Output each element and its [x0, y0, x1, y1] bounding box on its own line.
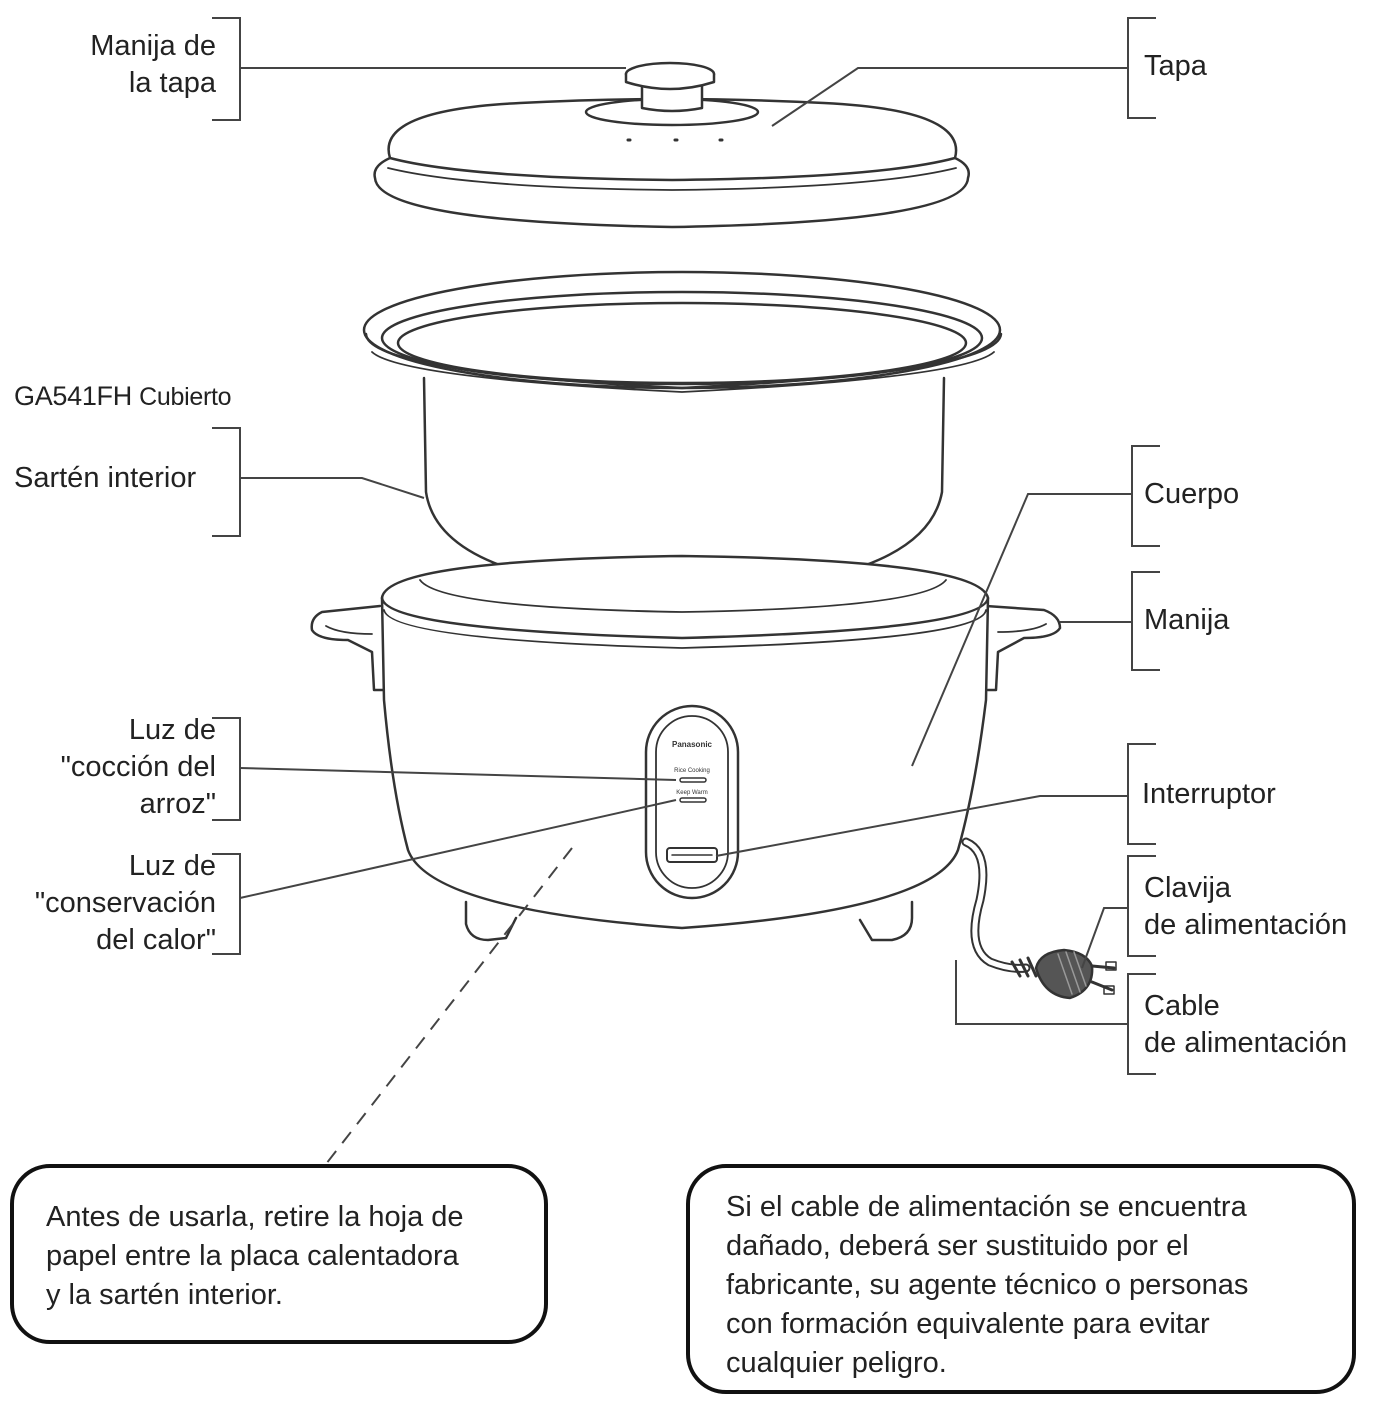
panel-cooking-label: Rice Cooking: [674, 768, 710, 774]
note-line: y la sartén interior.: [46, 1279, 283, 1311]
label-line: Manija de: [90, 30, 216, 62]
note-remove-paper: Antes de usarla, retire la hoja de papel…: [10, 1164, 548, 1344]
label-inner-pan: Sartén interior: [14, 460, 196, 497]
note-line: dañado, deberá ser sustituido por el: [726, 1230, 1189, 1262]
note-line: fabricante, su agente técnico o personas: [726, 1269, 1249, 1301]
label-cord: Cable de alimentación: [1144, 988, 1347, 1062]
label-lid: Tapa: [1144, 48, 1207, 85]
label-line: de alimentación: [1144, 909, 1348, 941]
note-line: Antes de usarla, retire la hoja de: [46, 1201, 464, 1233]
lid-drawing: [373, 61, 970, 229]
note-cord-warning: Si el cable de alimentación se encuentra…: [686, 1164, 1356, 1394]
label-line: la tapa: [128, 67, 216, 99]
label-lid-handle: Manija de la tapa: [40, 28, 216, 102]
label-line: Cuerpo: [1144, 478, 1240, 510]
panel-warm-label: Keep Warm: [676, 790, 707, 796]
label-line: Tapa: [1144, 50, 1207, 82]
label-line: arroz": [139, 788, 216, 820]
model-variant: Cubierto: [139, 383, 232, 411]
label-line: Interruptor: [1142, 778, 1276, 810]
model-title: GA541FH Cubierto: [14, 378, 232, 415]
note-line: papel entre la placa calentadora: [46, 1240, 459, 1272]
label-line: Cable: [1144, 990, 1220, 1022]
label-switch: Interruptor: [1142, 776, 1276, 813]
model-code: GA541FH: [14, 381, 132, 411]
label-line: Luz de: [128, 850, 216, 882]
cooker-body-drawing: [310, 554, 1117, 1000]
label-handle: Manija: [1144, 602, 1229, 639]
label-line: Sartén interior: [14, 462, 197, 494]
label-line: de alimentación: [1144, 1027, 1348, 1059]
note-line: con formación equivalente para evitar: [726, 1308, 1210, 1340]
label-line: del calor": [96, 924, 216, 956]
label-plug: Clavija de alimentación: [1144, 870, 1347, 944]
note-line: cualquier peligro.: [726, 1347, 947, 1379]
panel-brand: Panasonic: [672, 740, 713, 749]
label-line: Luz de: [128, 714, 216, 746]
label-line: "conservación: [34, 887, 216, 919]
note-line: Si el cable de alimentación se encuentra: [726, 1191, 1247, 1223]
label-line: "cocción del: [60, 751, 216, 783]
label-line: Manija: [1144, 604, 1230, 636]
label-body: Cuerpo: [1144, 476, 1239, 513]
callout-lines: [212, 17, 1160, 1165]
label-cook-light: Luz de "cocción del arroz": [20, 712, 216, 823]
label-line: Clavija: [1144, 872, 1232, 904]
label-warm-light: Luz de "conservación del calor": [10, 848, 216, 959]
inner-pan-drawing: [362, 270, 1003, 594]
